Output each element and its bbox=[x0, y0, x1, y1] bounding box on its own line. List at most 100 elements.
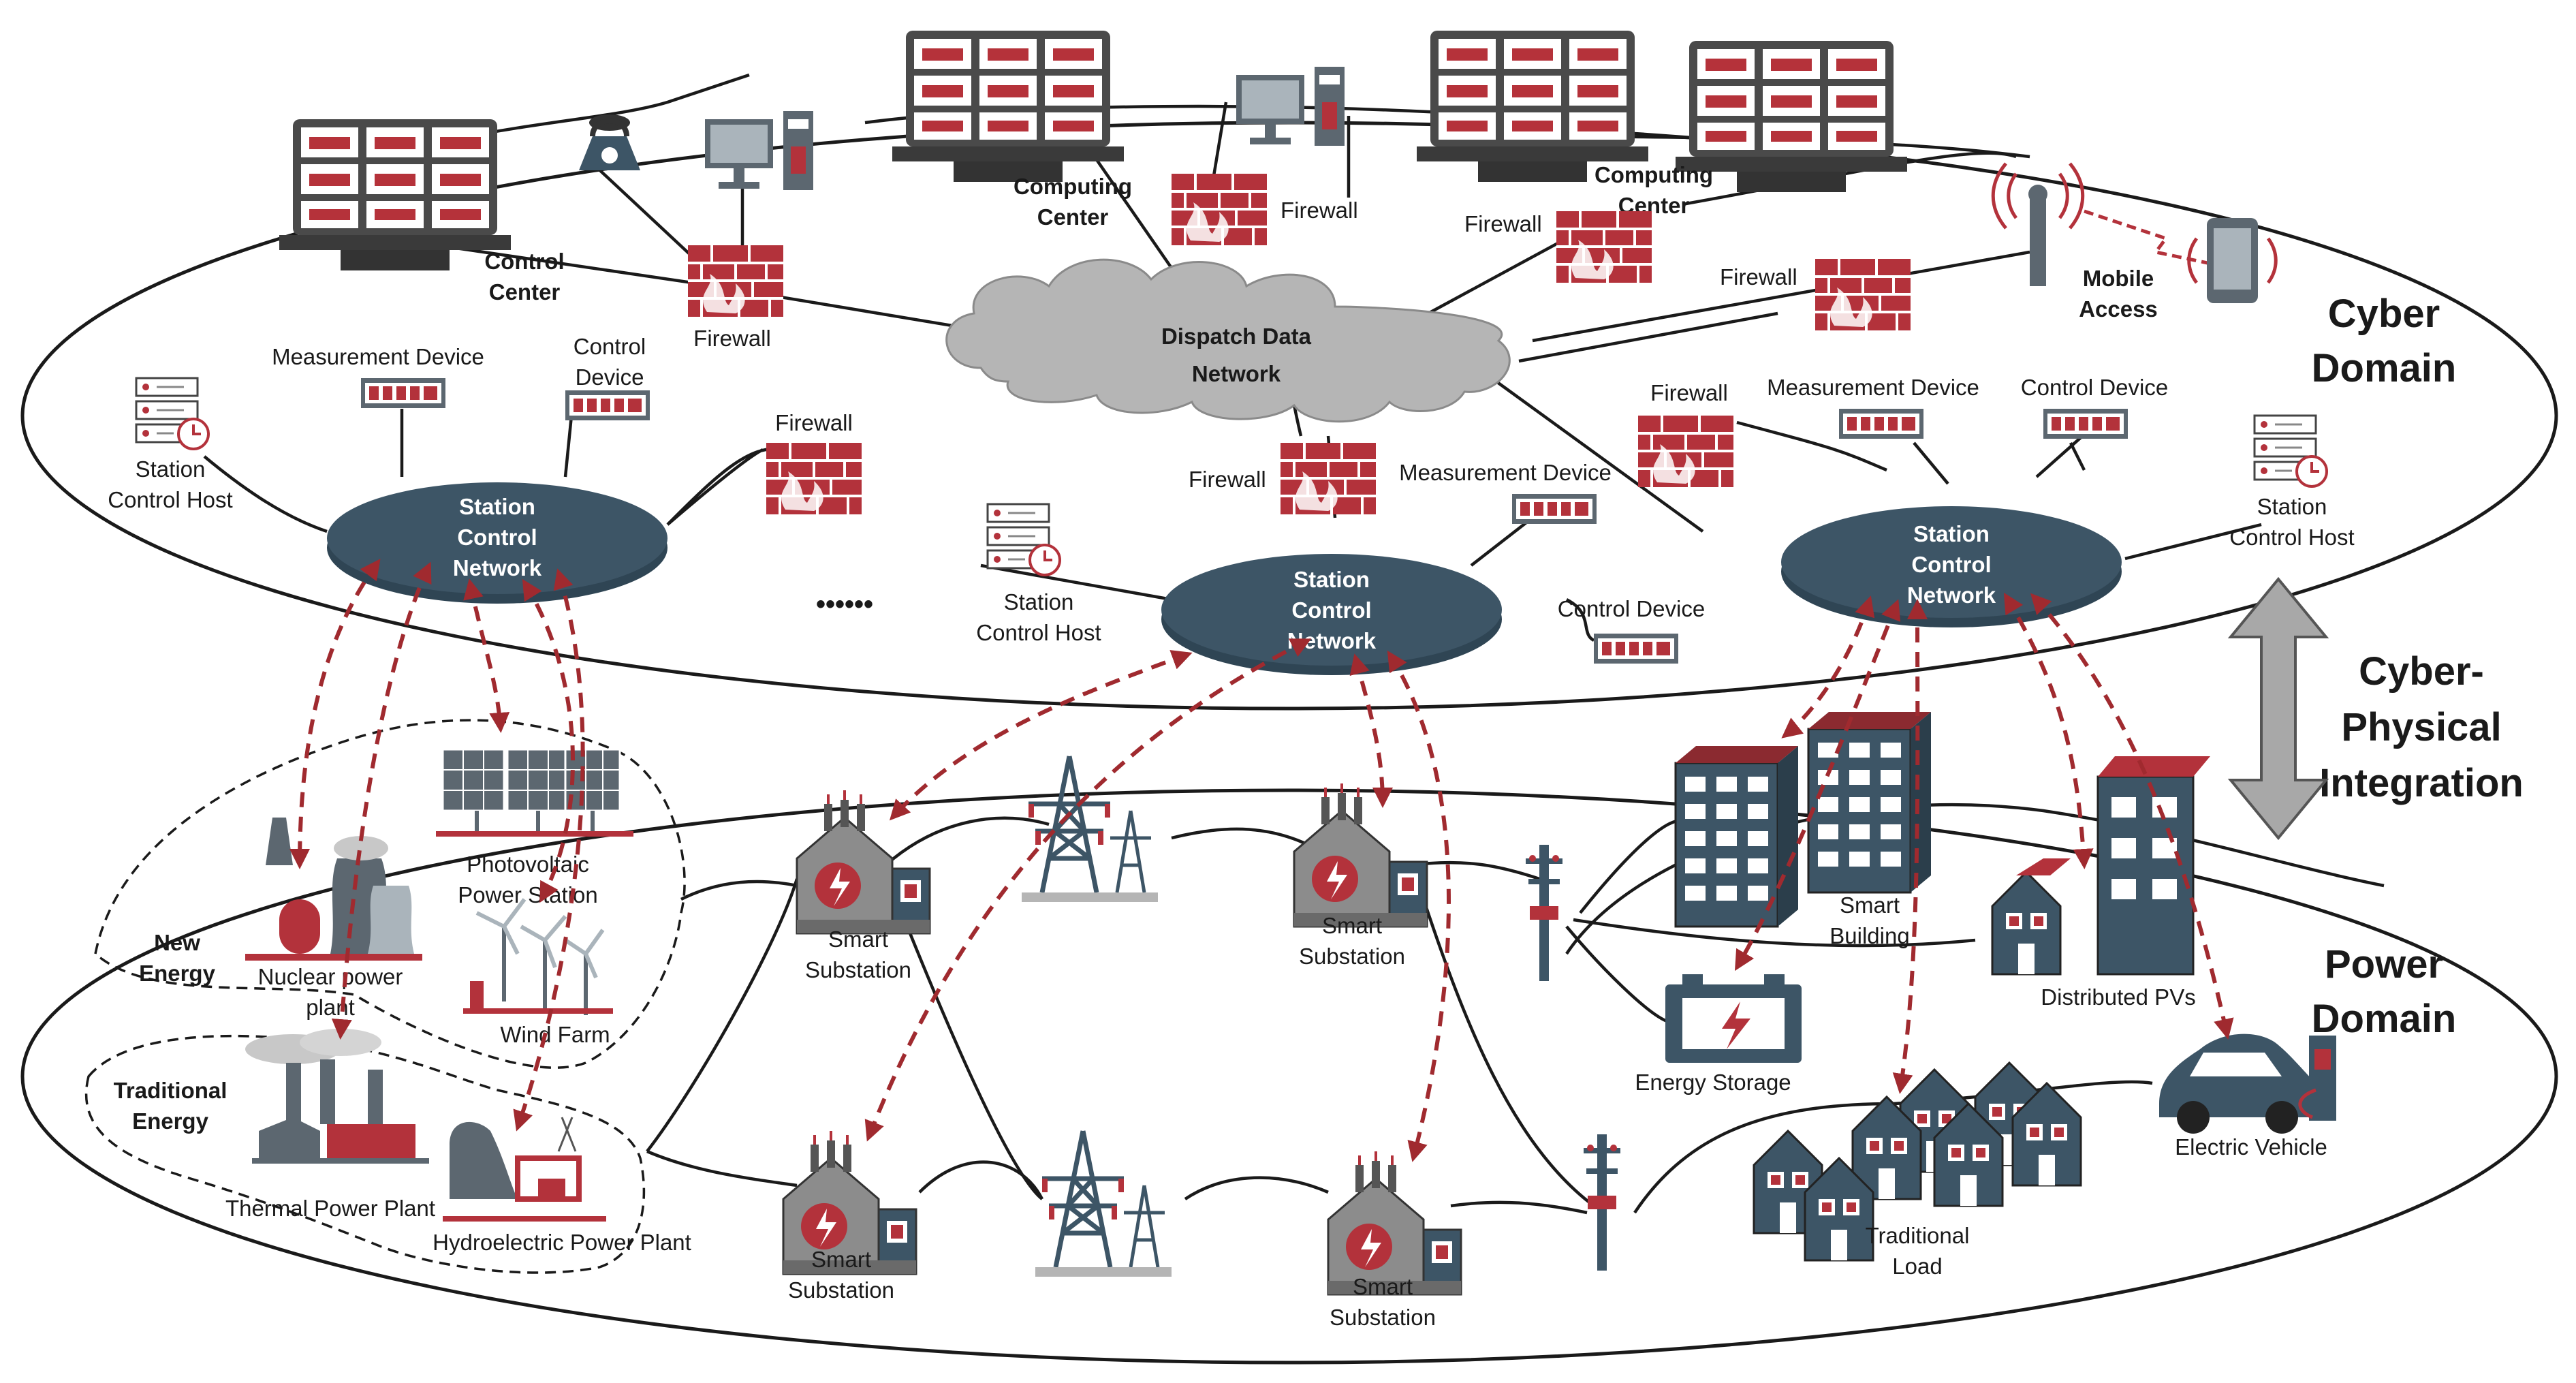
smart-substation-icon-2 bbox=[1293, 782, 1428, 928]
firewall-icon-7 bbox=[1637, 414, 1735, 488]
station-control-host-label-1b: Control Host bbox=[108, 487, 232, 512]
scn3-label-3: Network bbox=[1907, 582, 1996, 608]
photovoltaic-station-icon bbox=[436, 748, 633, 837]
substation-1-label-1: Smart bbox=[828, 927, 888, 952]
computing-center-label-2: Center bbox=[1037, 204, 1109, 230]
station-control-host-icon-2 bbox=[986, 503, 1061, 576]
traditional-load-label-1: Traditional bbox=[1866, 1223, 1970, 1248]
integration-double-arrow bbox=[2227, 576, 2329, 841]
electric-vehicle-label: Electric Vehicle bbox=[2175, 1134, 2327, 1160]
transmission-tower-icon-1 bbox=[1022, 756, 1158, 902]
station-control-network-3: Station Control Network bbox=[1781, 506, 2122, 627]
distributed-pvs-label: Distributed PVs bbox=[2041, 984, 2195, 1010]
station-control-host-icon-3 bbox=[2253, 414, 2328, 488]
energy-storage-icon bbox=[1665, 974, 1802, 1063]
dispatch-label-line2: Network bbox=[1192, 361, 1281, 386]
measurement-device-icon-1 bbox=[361, 378, 445, 408]
substation-3-label-1: Smart bbox=[811, 1247, 871, 1272]
scn2-label-2: Control bbox=[1291, 597, 1371, 623]
substation-2-label-1: Smart bbox=[1322, 913, 1382, 938]
station-control-host-label-3a: Station bbox=[2257, 494, 2327, 519]
firewall-icon-5 bbox=[765, 441, 863, 516]
substation-4-label-2: Substation bbox=[1330, 1305, 1436, 1330]
control-device-icon-1 bbox=[565, 390, 650, 420]
substation-2-label-2: Substation bbox=[1299, 944, 1405, 969]
control-center-server bbox=[279, 119, 511, 270]
scn3-label-1: Station bbox=[1913, 521, 1990, 546]
ellipsis-more: •••••• bbox=[816, 589, 873, 619]
station-control-host-label-3b: Control Host bbox=[2229, 525, 2354, 550]
nuclear-plant-icon bbox=[245, 818, 422, 961]
cyber-physical-links bbox=[289, 559, 2234, 1162]
traditional-energy-label-1: Traditional bbox=[114, 1078, 227, 1103]
control-device-icon-2 bbox=[1594, 634, 1678, 664]
smart-building-icon-1 bbox=[1674, 745, 1800, 928]
traditional-energy-label-2: Energy bbox=[132, 1108, 209, 1134]
control-device-label-2: Control Device bbox=[1558, 596, 1705, 621]
integration-title-1: Cyber- bbox=[2359, 649, 2484, 694]
scn1-label-3: Network bbox=[453, 555, 542, 580]
firewall-label-2: Firewall bbox=[1281, 198, 1358, 223]
measurement-device-icon-3 bbox=[1839, 409, 1923, 439]
transmission-tower-icon-2 bbox=[1035, 1131, 1172, 1277]
firewall-icon-6 bbox=[1279, 441, 1377, 516]
nuclear-label-1: Nuclear power bbox=[258, 964, 403, 989]
power-domain-title-2: Domain bbox=[2312, 997, 2457, 1041]
station-control-host-label-2b: Control Host bbox=[976, 620, 1101, 645]
smart-building-label-2: Building bbox=[1829, 923, 1909, 948]
station-control-host-label-1a: Station bbox=[136, 456, 206, 482]
telephone-icon bbox=[579, 114, 640, 170]
new-energy-label-2: Energy bbox=[139, 961, 216, 986]
firewall-icon-3 bbox=[1555, 210, 1653, 284]
integration-title-2: Physical bbox=[2341, 705, 2501, 749]
measurement-device-label-3: Measurement Device bbox=[1767, 375, 1979, 400]
control-device-icon-3 bbox=[2043, 409, 2128, 439]
firewall-label-1: Firewall bbox=[693, 326, 771, 351]
measurement-device-icon-2 bbox=[1512, 494, 1597, 524]
power-domain-title-1: Power bbox=[2325, 942, 2443, 986]
smart-building-icon-2 bbox=[1807, 711, 1932, 894]
nuclear-label-2: plant bbox=[306, 995, 355, 1020]
wind-farm-label: Wind Farm bbox=[500, 1022, 610, 1047]
distributed-pv-icon bbox=[1991, 756, 2210, 976]
substation-1-label-2: Substation bbox=[805, 957, 911, 982]
distribution-pole-icon-2 bbox=[1584, 1134, 1620, 1271]
substation-4-label-1: Smart bbox=[1353, 1274, 1413, 1299]
station-control-network-2: Station Control Network bbox=[1161, 554, 1502, 675]
control-device-label-1a: Control bbox=[574, 334, 646, 359]
computing-center-server-2 bbox=[1417, 31, 1648, 182]
substation-3-label-2: Substation bbox=[788, 1277, 894, 1303]
firewall-label-3: Firewall bbox=[1464, 211, 1542, 236]
new-energy-label-1: New bbox=[154, 930, 200, 955]
electric-vehicle-icon bbox=[2159, 1034, 2336, 1134]
wind-farm-icon bbox=[463, 898, 613, 1015]
station-control-network-1: Station Control Network bbox=[327, 482, 667, 604]
mobile-access-label-2: Access bbox=[2079, 296, 2158, 322]
thermal-label: Thermal Power Plant bbox=[225, 1196, 435, 1221]
hydro-label: Hydroelectric Power Plant bbox=[433, 1230, 691, 1255]
firewall-label-4: Firewall bbox=[1720, 264, 1797, 290]
firewall-label-5: Firewall bbox=[775, 410, 853, 435]
smart-substation-icon-4 bbox=[1327, 1150, 1462, 1296]
scn2-label-1: Station bbox=[1293, 567, 1370, 592]
firewall-label-7: Firewall bbox=[1650, 380, 1728, 405]
dispatch-cloud: Dispatch Data Network bbox=[945, 258, 1511, 423]
cyber-domain-title-1: Cyber bbox=[2328, 292, 2440, 336]
mobile-access-label-1: Mobile bbox=[2083, 266, 2154, 291]
station-control-host-label-2a: Station bbox=[1004, 589, 1074, 615]
firewall-icon-4 bbox=[1814, 258, 1912, 332]
energy-storage-label: Energy Storage bbox=[1635, 1070, 1791, 1095]
traditional-load-label-2: Load bbox=[1892, 1254, 1942, 1279]
photovoltaic-label-1: Photovoltaic bbox=[467, 852, 589, 877]
smart-building-label-1: Smart bbox=[1840, 892, 1900, 918]
dispatch-label-line1: Dispatch Data bbox=[1161, 324, 1312, 349]
hydro-plant-icon bbox=[443, 1117, 606, 1222]
measurement-device-label-1: Measurement Device bbox=[272, 344, 484, 369]
scn3-label-2: Control bbox=[1911, 552, 1991, 577]
computing-center-b-label-1: Computing bbox=[1595, 162, 1713, 187]
workstation-icon-1 bbox=[705, 111, 813, 190]
control-center-label-2: Center bbox=[489, 279, 561, 305]
station-control-host-icon-1 bbox=[135, 377, 210, 450]
scn1-label-2: Control bbox=[457, 525, 537, 550]
